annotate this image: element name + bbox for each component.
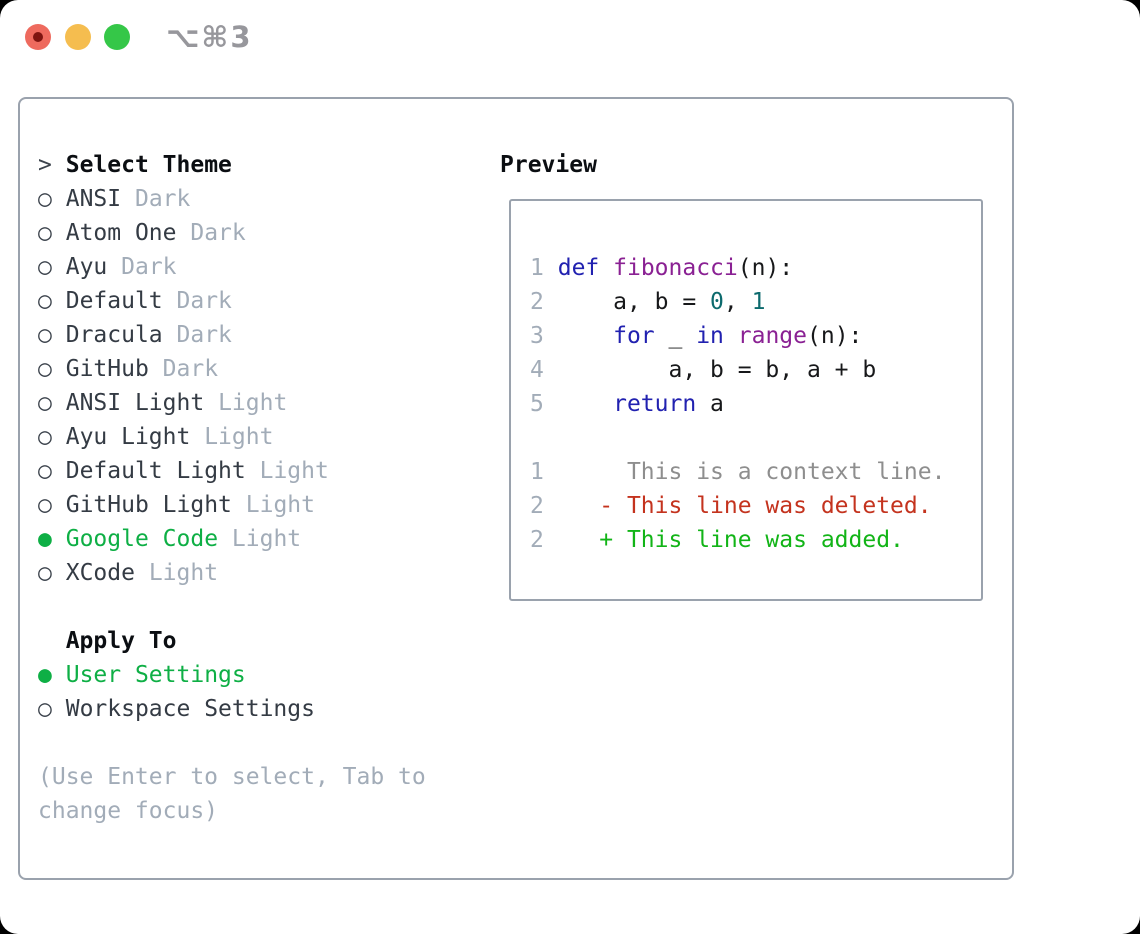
theme-name: ANSI Light	[65, 390, 205, 416]
radio-icon: ○	[38, 696, 52, 722]
hint-text: (Use Enter to select, Tab to change focu…	[38, 760, 426, 828]
radio-icon: ○	[38, 322, 52, 348]
theme-option-xcode[interactable]: ○ XCode Light	[38, 556, 329, 590]
theme-variant: Light	[148, 560, 219, 586]
theme-name: Default Light	[65, 458, 246, 484]
radio-icon: ○	[38, 458, 52, 484]
minimize-button[interactable]	[65, 24, 91, 50]
apply-option-workspace-settings[interactable]: ○ Workspace Settings	[38, 692, 315, 726]
theme-option-github-light[interactable]: ○ GitHub Light Light	[38, 488, 329, 522]
window-title: ⌥⌘3	[166, 20, 253, 54]
preview-pane: 1 def fibonacci(n): 2 a, b = 0, 1 3 for _ …	[509, 199, 983, 601]
code-line: 2 + This line was added.	[530, 527, 904, 553]
apply-to-section: Apply To ● User Settings○ Workspace Sett…	[38, 624, 315, 726]
theme-variant: Light	[204, 424, 274, 450]
theme-list-title: Select Theme	[65, 152, 232, 178]
theme-name: Default	[65, 288, 163, 314]
radio-icon: ○	[38, 186, 52, 212]
line-number: 2	[530, 527, 544, 553]
theme-name: Ayu	[65, 254, 108, 280]
theme-name: GitHub	[65, 356, 149, 382]
code-line	[530, 421, 945, 455]
theme-option-atom-one[interactable]: ○ Atom One Dark	[38, 216, 329, 250]
theme-variant: Dark	[176, 322, 232, 348]
theme-name: GitHub Light	[65, 492, 232, 518]
theme-option-default[interactable]: ○ Default Dark	[38, 284, 329, 318]
line-number: 2	[530, 493, 544, 519]
code-line: 1 This is a context line.	[530, 459, 946, 485]
code-line: 3 for _ in range(n):	[530, 323, 863, 349]
code-line: 5 return a	[530, 391, 724, 417]
line-number: 2	[530, 289, 544, 315]
theme-name: ANSI	[65, 186, 122, 212]
theme-name: Google Code	[65, 526, 219, 552]
theme-variant: Light	[259, 458, 329, 484]
code-line: 4 a, b = b, a + b	[530, 357, 877, 383]
close-button[interactable]	[25, 24, 51, 50]
line-number: 5	[530, 391, 544, 417]
preview-code: 1 def fibonacci(n): 2 a, b = 0, 1 3 for _ …	[530, 251, 945, 557]
radio-icon: ○	[38, 220, 52, 246]
apply-to-title: Apply To	[65, 628, 177, 654]
code-line: 2 a, b = 0, 1	[530, 289, 766, 315]
prompt-icon: >	[38, 152, 52, 178]
line-number: 1	[530, 255, 544, 281]
apply-option-label: Workspace Settings	[65, 696, 315, 722]
titlebar: ⌥⌘3	[0, 0, 1140, 74]
theme-list-header: > Select Theme	[38, 148, 329, 182]
theme-list: > Select Theme ○ ANSI Dark○ Atom One Dar…	[38, 148, 329, 590]
radio-icon: ○	[38, 560, 52, 586]
apply-option-user-settings[interactable]: ● User Settings	[38, 658, 315, 692]
theme-variant: Light	[231, 526, 302, 552]
theme-variant: Light	[218, 390, 288, 416]
theme-option-ayu-light[interactable]: ○ Ayu Light Light	[38, 420, 329, 454]
theme-option-github[interactable]: ○ GitHub Dark	[38, 352, 329, 386]
theme-option-ansi-light[interactable]: ○ ANSI Light Light	[38, 386, 329, 420]
theme-variant: Dark	[190, 220, 246, 246]
radio-icon: ○	[38, 492, 52, 518]
theme-name: XCode	[65, 560, 135, 586]
radio-icon: ○	[38, 254, 52, 280]
hint-line: (Use Enter to select, Tab to	[38, 764, 426, 790]
theme-option-ansi[interactable]: ○ ANSI Dark	[38, 182, 329, 216]
radio-icon: ○	[38, 390, 52, 416]
theme-variant: Light	[245, 492, 315, 518]
theme-variant: Dark	[121, 254, 177, 280]
theme-variant: Dark	[134, 186, 191, 212]
radio-selected-icon: ●	[38, 662, 52, 688]
theme-variant: Dark	[162, 356, 219, 382]
line-number: 1	[530, 459, 544, 485]
zoom-button[interactable]	[104, 24, 130, 50]
radio-icon: ○	[38, 288, 52, 314]
theme-name: Ayu Light	[65, 424, 191, 450]
theme-variant: Dark	[176, 288, 232, 314]
radio-selected-icon: ●	[38, 526, 52, 552]
radio-icon: ○	[38, 424, 52, 450]
code-line: 1 def fibonacci(n):	[530, 255, 794, 281]
theme-option-ayu[interactable]: ○ Ayu Dark	[38, 250, 329, 284]
theme-option-dracula[interactable]: ○ Dracula Dark	[38, 318, 329, 352]
theme-option-google-code[interactable]: ● Google Code Light	[38, 522, 329, 556]
preview-title: Preview	[500, 152, 597, 178]
line-number: 3	[530, 323, 544, 349]
theme-option-default-light[interactable]: ○ Default Light Light	[38, 454, 329, 488]
radio-icon: ○	[38, 356, 52, 382]
apply-option-label: User Settings	[65, 662, 246, 688]
theme-name: Atom One	[65, 220, 177, 246]
apply-to-header: Apply To	[38, 624, 315, 658]
theme-name: Dracula	[65, 322, 163, 348]
line-number: 4	[530, 357, 544, 383]
hint-line: change focus)	[38, 798, 219, 824]
code-line: 2 - This line was deleted.	[530, 493, 932, 519]
